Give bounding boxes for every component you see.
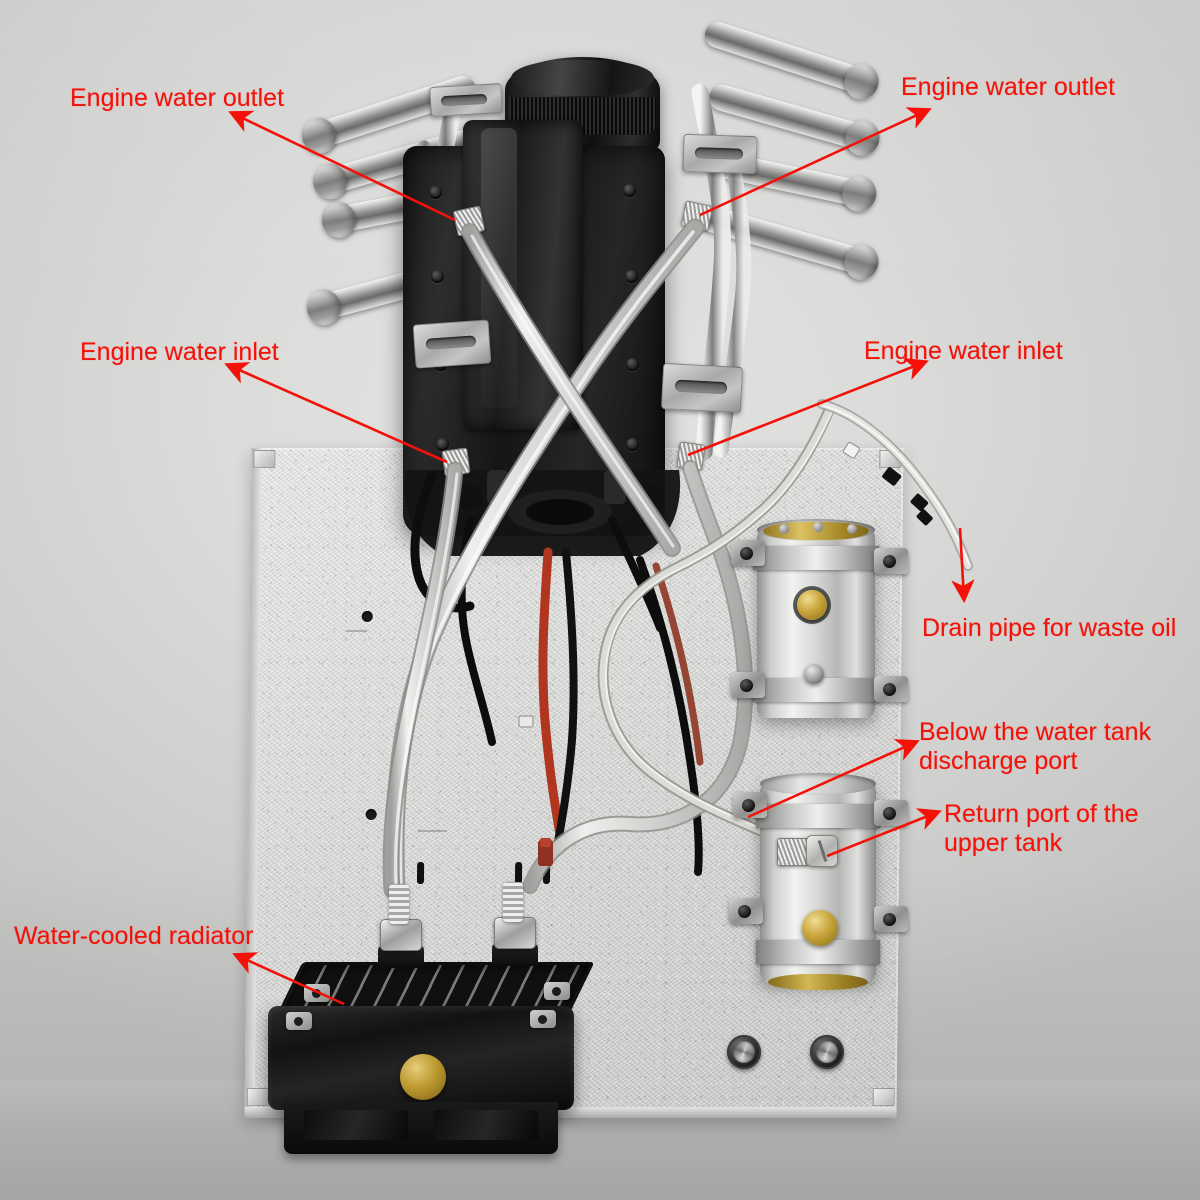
- label-engine-water-inlet-left: Engine water inlet: [80, 338, 279, 366]
- lower-tank-clamp-tr: [874, 800, 908, 826]
- upper-tank-clamp-tl: [731, 540, 765, 566]
- base-plate-slot-3: [514, 862, 523, 884]
- upper-tank-steel-port: [804, 664, 824, 684]
- engine-outlet-fitting-right: [680, 200, 714, 232]
- upper-tank-screw-2: [813, 522, 823, 532]
- engine-bolt-l1: [429, 186, 442, 199]
- base-plate-corner-tr: [879, 450, 902, 468]
- label-engine-water-outlet-left: Engine water outlet: [70, 84, 285, 112]
- base-plate-scratch-1: [345, 630, 368, 632]
- radiator-mount-tr: [544, 982, 570, 1000]
- lower-tank-return-port-screw[interactable]: [806, 835, 838, 867]
- upper-tank-clamp-tr: [874, 548, 908, 574]
- lower-tank-return-knurl: [777, 838, 809, 866]
- label-engine-water-inlet-right: Engine water inlet: [864, 337, 1063, 365]
- radiator-inlet-collar-left: [389, 884, 409, 924]
- water-cooled-radiator: [268, 962, 595, 1162]
- radiator-inlet-base-left: [378, 946, 424, 968]
- start-button[interactable]: [727, 1035, 761, 1069]
- engine-bolt-r4: [626, 438, 639, 451]
- lower-tank-clamp-bl: [729, 898, 763, 924]
- label-return-port-upper-tank: Return port of the upper tank: [944, 800, 1139, 857]
- mount-bracket-br: [660, 362, 744, 414]
- air-filter-top: [511, 60, 654, 96]
- radiator-brass-cap: [400, 1054, 446, 1100]
- upper-tank-clamp-bl: [731, 672, 765, 698]
- mount-bracket-tl: [429, 83, 503, 117]
- label-engine-water-outlet-right: Engine water outlet: [901, 73, 1116, 101]
- upper-tank-clamp-br: [874, 676, 908, 702]
- engine-inlet-fitting-right: [676, 441, 706, 471]
- base-plate-slot-2: [416, 862, 425, 884]
- upper-tank-band-top: [753, 546, 879, 570]
- mount-bracket-bl: [412, 319, 492, 369]
- lower-tank-band-top: [756, 804, 880, 828]
- upper-tank-screw-3: [847, 524, 857, 534]
- radiator-mount-br: [530, 1010, 556, 1028]
- power-button[interactable]: [810, 1035, 844, 1069]
- base-plate-slot-4: [542, 862, 551, 884]
- manifold-highlight: [481, 128, 517, 408]
- engine-bolt-r1: [623, 184, 636, 197]
- base-plate-corner-bl: [246, 1088, 269, 1106]
- base-plate-corner-tl: [253, 450, 276, 468]
- base-plate-scratch-2: [417, 830, 448, 832]
- engine-bolt-r3: [626, 358, 639, 371]
- label-water-tank-discharge-port: Below the water tank discharge port: [919, 718, 1152, 775]
- engine-bolt-r2: [625, 270, 638, 283]
- lower-tank-clamp-tl: [733, 792, 767, 818]
- radiator-inlet-base-right: [492, 944, 538, 966]
- engine-inlet-fitting-left: [441, 447, 471, 477]
- base-plate-slot-1: [388, 862, 397, 884]
- radiator-fan-vent-right: [434, 1110, 538, 1140]
- upper-tank-screw-1: [779, 524, 789, 534]
- engine-bolt-l2: [431, 270, 444, 283]
- lower-tank-clamp-br: [874, 906, 908, 932]
- lower-tank-brass-base: [768, 974, 868, 990]
- radiator-inlet-collar-right: [503, 882, 523, 922]
- base-plate-hole-upper: [361, 611, 373, 622]
- lower-water-tank: [756, 773, 880, 990]
- radiator-mount-tl: [304, 984, 330, 1002]
- base-plate-corner-br: [872, 1088, 895, 1106]
- upper-water-tank: [753, 519, 879, 718]
- radiator-inlet-fitting-right: [494, 917, 536, 949]
- radiator-fan-shroud: [284, 1102, 558, 1154]
- label-water-cooled-radiator: Water-cooled radiator: [14, 922, 254, 950]
- lower-tank-brass-drain-port: [802, 910, 838, 946]
- lower-tank-top: [760, 773, 876, 795]
- upper-tank-brass-port: [797, 590, 827, 620]
- mount-bracket-tr: [682, 133, 758, 175]
- radiator-mount-bl: [286, 1012, 312, 1030]
- label-drain-pipe-waste-oil: Drain pipe for waste oil: [922, 614, 1177, 642]
- base-plate-hole-lower: [365, 809, 377, 820]
- radiator-fan-vent-left: [304, 1110, 408, 1140]
